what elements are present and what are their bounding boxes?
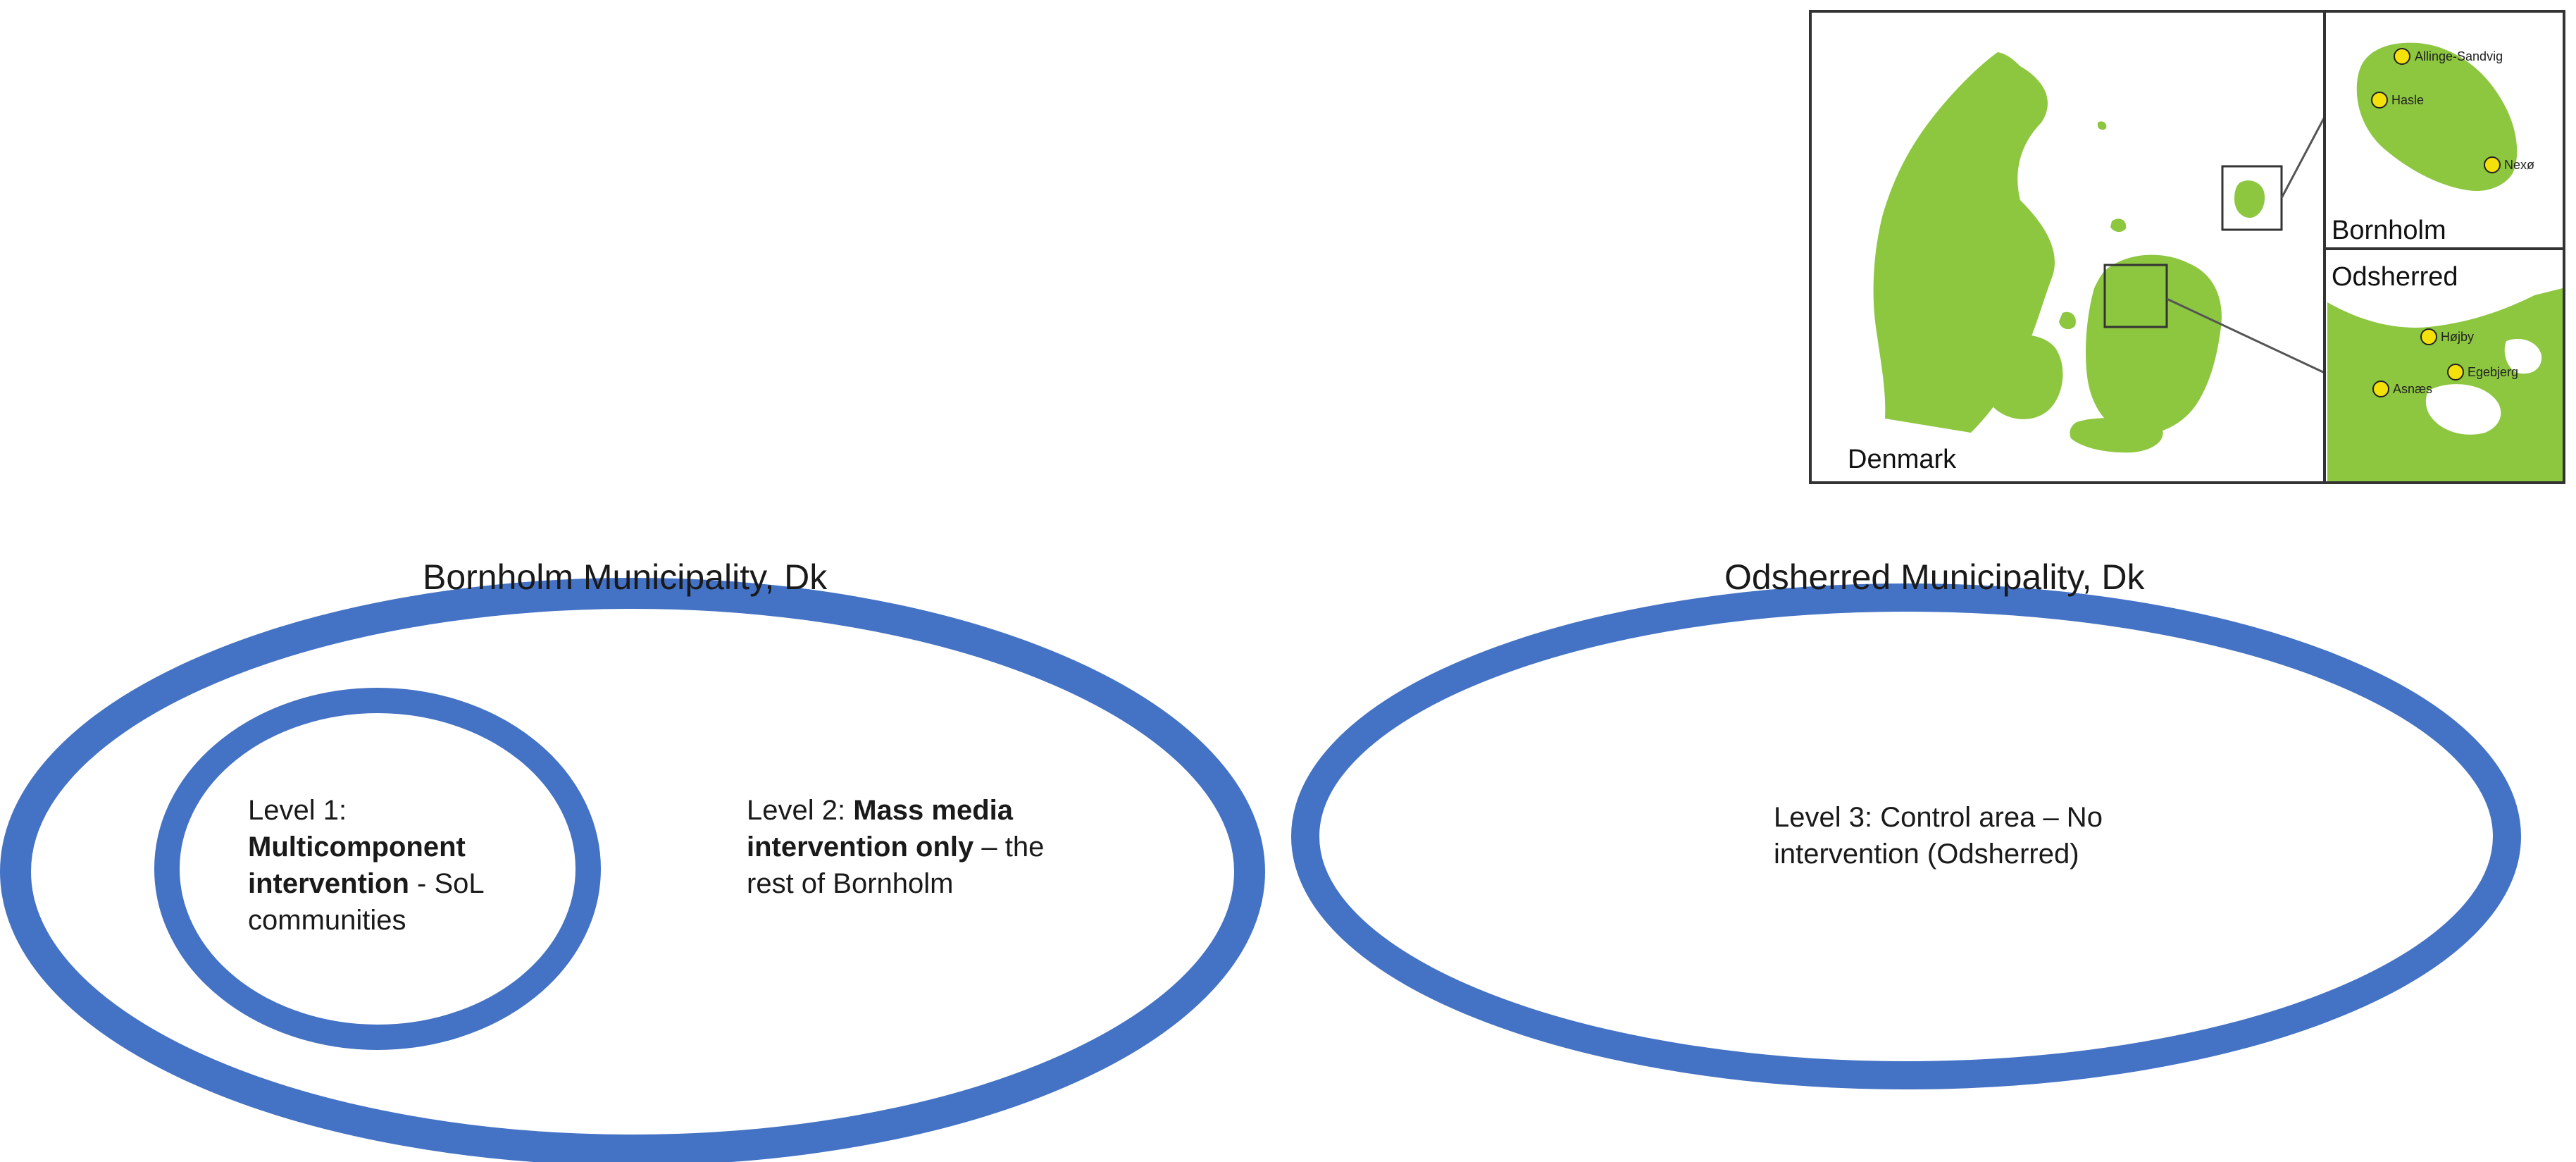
bornholm-municipality-ring — [0, 578, 1265, 1162]
denmark-label: Denmark — [1848, 445, 1957, 474]
level-1-prefix: Level 1: — [248, 795, 347, 826]
bornholm-detail-panel: Allinge-Sandvig Hasle Nexø Bornholm — [2323, 10, 2565, 250]
town-marker-icon — [2371, 92, 2388, 109]
small-island — [2110, 218, 2127, 233]
level-3-text: Level 3: Control area – No intervention … — [1774, 802, 2103, 870]
marker-nexo: Nexø — [2484, 156, 2534, 173]
odsherred-locator-box — [2103, 264, 2168, 328]
town-marker-icon — [2394, 48, 2410, 65]
town-label: Egebjerg — [2468, 365, 2518, 379]
funen-landmass — [1981, 335, 2063, 419]
odsherred-municipality-ring — [1291, 583, 2521, 1089]
marker-asnaes: Asnæs — [2372, 381, 2432, 397]
small-island — [2059, 311, 2076, 330]
level-1-text: Level 1: Multicomponent intervention - So… — [248, 792, 579, 939]
level-1-emphasis: Multicomponent intervention — [248, 832, 466, 899]
marker-egebjerg: Egebjerg — [2447, 364, 2518, 381]
denmark-map-inset: Denmark Allinge-Sandvig Hasle Nexø Bornh… — [1809, 10, 2565, 484]
town-marker-icon — [2372, 381, 2389, 397]
town-label: Hasle — [2391, 93, 2424, 107]
odsherred-label: Odsherred — [2332, 262, 2458, 292]
town-marker-icon — [2420, 328, 2437, 345]
denmark-panel: Denmark — [1809, 10, 2326, 484]
town-label: Nexø — [2504, 158, 2534, 172]
marker-hojby: Højby — [2420, 328, 2474, 345]
level-2-emphasis: Mass media intervention only — [747, 795, 1013, 863]
marker-allinge-sandvig: Allinge-Sandvig — [2394, 48, 2503, 65]
zealand-landmass — [2086, 254, 2222, 435]
small-island — [2098, 121, 2107, 130]
town-label: Højby — [2441, 330, 2474, 344]
town-label: Allinge-Sandvig — [2415, 49, 2503, 63]
odsherred-fjord — [2504, 338, 2542, 374]
town-marker-icon — [2447, 364, 2464, 381]
odsherred-municipality-title: Odsherred Municipality, Dk — [1724, 557, 2145, 597]
marker-hasle: Hasle — [2371, 92, 2424, 109]
town-label: Asnæs — [2393, 382, 2432, 396]
bornholm-leader-line — [2280, 116, 2326, 199]
level-1-suffix: - SoL communities — [248, 868, 484, 936]
bornholm-municipality-title: Bornholm Municipality, Dk — [423, 557, 828, 597]
bornholm-label: Bornholm — [2332, 216, 2446, 245]
odsherred-fjord — [2425, 384, 2501, 435]
bornholm-small-landmass — [2234, 180, 2265, 218]
level-2-prefix: Level 2: — [747, 795, 854, 826]
level-2-suffix: – the rest of Bornholm — [747, 832, 1045, 899]
odsherred-detail-landmass — [2327, 288, 2563, 481]
bornholm-detail-landmass — [2356, 42, 2518, 192]
odsherred-leader-line — [2166, 297, 2325, 374]
odsherred-detail-panel: Højby Egebjerg Asnæs Odsherred — [2323, 247, 2565, 484]
sol-communities-ring — [154, 688, 601, 1050]
level-2-text: Level 2: Mass media intervention only – … — [747, 792, 1078, 902]
lolland-landmass — [2070, 417, 2163, 453]
town-marker-icon — [2484, 156, 2501, 173]
